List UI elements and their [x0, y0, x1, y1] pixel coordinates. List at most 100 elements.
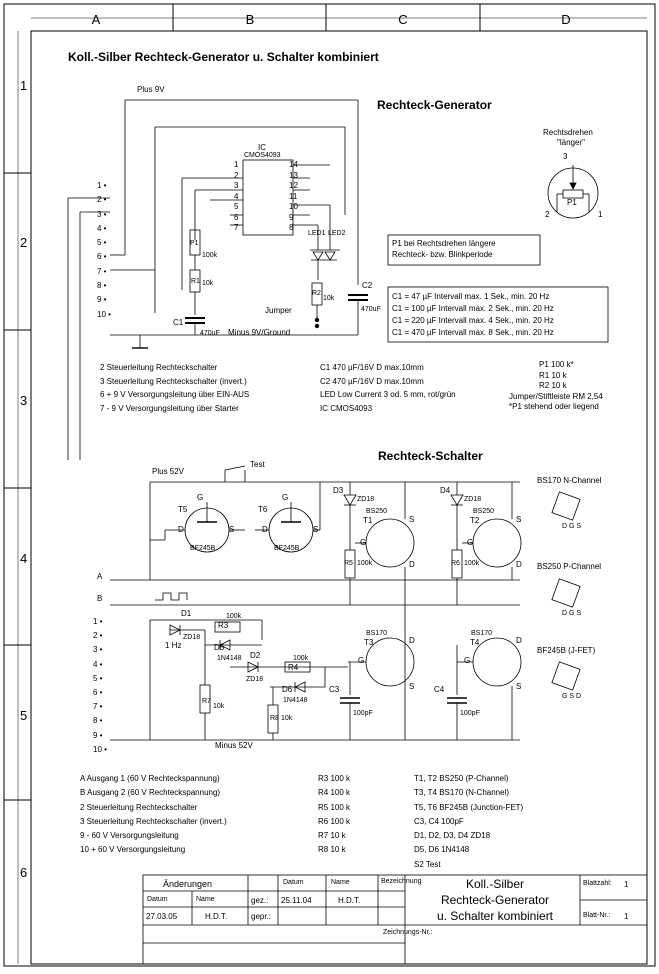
r7-label: R7	[202, 698, 211, 705]
t1-label: T1	[363, 516, 373, 525]
aenderungen-header: Änderungen	[163, 879, 213, 889]
r3-value: 100k	[226, 613, 242, 620]
minus52v-label: Minus 52V	[215, 741, 253, 750]
r4-value: 100k	[293, 655, 309, 662]
t2-gate: G	[467, 538, 474, 547]
c3-label: C3	[329, 685, 340, 694]
d4-label: D4	[440, 486, 451, 495]
gepr-label: gepr.:	[251, 912, 272, 921]
test-switch-label: Test	[250, 460, 265, 469]
line-b-label: B	[97, 594, 103, 603]
column-label-c: C	[398, 12, 408, 27]
t5-source: S	[229, 525, 235, 534]
generator-legend-right: P1 100 k* R1 10 k R2 10 k Jumper/Stiftle…	[509, 360, 603, 411]
blattzahl-label: Blattzahl:	[583, 880, 612, 887]
d6-label: D6	[282, 685, 293, 694]
r1-value: 10k	[202, 280, 214, 287]
c1-value: 470uF	[200, 330, 220, 337]
t4-type: BS170	[471, 630, 493, 637]
page-title: Koll.-Silber Rechteck-Generator u. Schal…	[68, 50, 379, 64]
d3-type: ZD18	[357, 496, 375, 503]
d1-label: D1	[181, 609, 192, 618]
blattnr-value: 1	[624, 912, 629, 921]
switch-schematic	[110, 465, 581, 741]
row-label-1: 1	[20, 78, 28, 93]
switch-heading: Rechteck-Schalter	[378, 449, 483, 463]
ic-type-label: CMOS4093	[244, 152, 281, 159]
blattnr-label: Blatt-Nr.:	[583, 912, 611, 919]
gez-name: H.D.T.	[338, 896, 361, 905]
switch-legend-left: A Ausgang 1 (60 V Rechteckspannung)B Aus…	[80, 774, 227, 855]
r5-label: R5	[344, 560, 353, 567]
line-a-label: A	[97, 572, 103, 581]
pkg-pins-bs170: D G S	[562, 523, 582, 530]
minus9v-label: Minus 9V/Ground	[228, 328, 291, 337]
c1-label: C1	[173, 318, 184, 327]
t6-source: S	[313, 525, 319, 534]
p1-value: 100k	[202, 252, 218, 259]
t1-drain: D	[409, 560, 415, 569]
c2-label: C2	[362, 281, 373, 290]
plus9v-label: Plus 9V	[137, 85, 165, 94]
switch-connector-pins: 1 • 2 • 3 • 4 • 5 • 6 • 7 • 8 • 9 • 10 •	[93, 617, 107, 754]
r2-label: R2	[312, 290, 321, 297]
t4-drain: D	[516, 636, 522, 645]
pkg-pins-bf245b: G S D	[562, 693, 582, 700]
datum-col-header: Datum	[283, 879, 304, 886]
p1-label: P1	[190, 240, 199, 247]
r7-value: 10k	[213, 703, 225, 710]
gez-date: 25.11.04	[281, 896, 312, 905]
pot-pin-2: 2	[545, 210, 550, 219]
pot-title-2: "länger"	[557, 138, 585, 147]
generator-schematic	[67, 99, 609, 460]
t6-type: BF245B	[274, 545, 300, 552]
r4-label: R4	[288, 663, 299, 672]
row-label-3: 3	[20, 393, 28, 408]
t2-source: S	[516, 515, 522, 524]
r2-value: 10k	[323, 295, 335, 302]
t1-gate: G	[360, 538, 367, 547]
led1-label: LED1	[308, 230, 326, 237]
pot-pin-3: 3	[563, 152, 568, 161]
t3-label: T3	[364, 638, 374, 647]
switch-legend-right: T1, T2 BS250 (P-Channel)T3, T4 BS170 (N-…	[414, 774, 524, 869]
zeichnungsnr-label: Zeichnungs-Nr.:	[383, 929, 433, 936]
d6-type: 1N4148	[283, 697, 308, 704]
pot-symbol-label: P1	[567, 198, 577, 207]
pkg-label-bs250: BS250 P-Channel	[537, 562, 602, 571]
name-col-header: Name	[331, 879, 350, 886]
t4-label: T4	[470, 638, 480, 647]
ic-label: IC	[258, 143, 266, 152]
t1-source: S	[409, 515, 415, 524]
column-label-a: A	[91, 12, 101, 27]
t4-gate: G	[464, 656, 471, 665]
plus52v-label: Plus 52V	[152, 467, 185, 476]
pkg-label-bf245b: BF245B (J-FET)	[537, 646, 596, 655]
d5-label: D5	[214, 643, 225, 652]
d2-type: ZD18	[246, 676, 264, 683]
t2-type: BS250	[473, 508, 495, 515]
t6-drain: D	[262, 525, 268, 534]
generator-connector-pins: 1 • 2 • 3 • 4 • 5 • 6 • 7 • 8 • 9 • 10 •	[97, 181, 111, 319]
c2-value: 470uF	[361, 306, 381, 313]
r8-value: 10k	[281, 715, 293, 722]
generator-heading: Rechteck-Generator	[377, 98, 492, 112]
d4-type: ZD18	[464, 496, 482, 503]
t6-label: T6	[258, 505, 268, 514]
t5-gate: G	[197, 493, 204, 502]
pkg-label-bs170: BS170 N-Channel	[537, 476, 602, 485]
column-label-b: B	[245, 12, 255, 27]
r8-label: R8	[270, 715, 279, 722]
t1-type: BS250	[366, 508, 388, 515]
r3-label: R3	[218, 621, 229, 630]
d2-label: D2	[250, 651, 261, 660]
c3-value: 100pF	[353, 710, 373, 717]
frequency-label: 1 Hz	[165, 641, 182, 650]
row-label-6: 6	[20, 865, 28, 880]
